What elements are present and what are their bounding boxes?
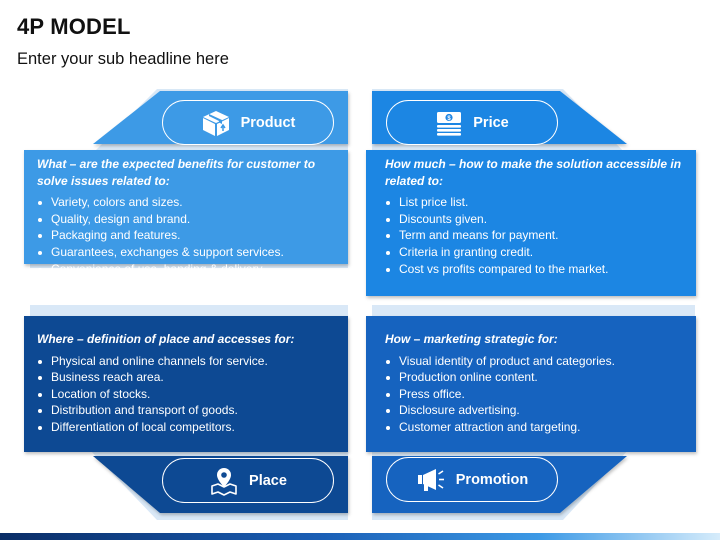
list-item: Guarantees, exchanges & support services… <box>37 244 337 261</box>
box-icon <box>201 109 231 137</box>
promotion-list: Visual identity of product and categorie… <box>385 353 685 436</box>
product-label: Product <box>240 114 296 131</box>
promotion-heading: How – marketing strategic for: <box>385 332 558 346</box>
list-item: Term and means for payment. <box>385 227 685 244</box>
list-item: Quality, design and brand. <box>37 211 337 228</box>
list-item: Cost vs profits compared to the market. <box>385 261 685 278</box>
promotion-pill[interactable]: Promotion <box>386 457 558 502</box>
place-list: Physical and online channels for service… <box>37 353 337 436</box>
list-item: Business reach area. <box>37 369 337 386</box>
product-heading: What – are the expected benefits for cus… <box>37 157 316 188</box>
product-list: Variety, colors and sizes. Quality, desi… <box>37 194 337 277</box>
list-item: Convenience of use, handing & delivery. <box>37 261 337 278</box>
list-item: Location of stocks. <box>37 386 337 403</box>
place-text: Where – definition of place and accesses… <box>37 331 337 436</box>
list-item: Production online content. <box>385 369 685 386</box>
megaphone-icon <box>416 467 446 493</box>
list-item: Discounts given. <box>385 211 685 228</box>
price-label: Price <box>473 114 509 131</box>
place-heading: Where – definition of place and accesses… <box>37 332 295 346</box>
page-title: 4P MODEL <box>17 14 131 39</box>
price-heading: How much – how to make the solution acce… <box>385 157 682 188</box>
promotion-text: How – marketing strategic for: Visual id… <box>385 331 685 436</box>
list-item: Visual identity of product and categorie… <box>385 353 685 370</box>
list-item: Variety, colors and sizes. <box>37 194 337 211</box>
list-item: Distribution and transport of goods. <box>37 402 337 419</box>
money-icon: $ <box>435 110 463 136</box>
location-map-icon <box>209 466 239 496</box>
list-item: Customer attraction and targeting. <box>385 419 685 436</box>
list-item: Criteria in granting credit. <box>385 244 685 261</box>
svg-text:$: $ <box>448 116 452 122</box>
bottom-gradient-bar <box>0 533 720 540</box>
page-subtitle: Enter your sub headline here <box>17 50 229 68</box>
price-list: List price list. Discounts given. Term a… <box>385 194 685 277</box>
price-text: How much – how to make the solution acce… <box>385 156 685 277</box>
list-item: List price list. <box>385 194 685 211</box>
place-label: Place <box>249 472 287 489</box>
list-item: Packaging and features. <box>37 227 337 244</box>
place-pill[interactable]: Place <box>162 458 334 503</box>
product-text: What – are the expected benefits for cus… <box>37 156 337 277</box>
list-item: Press office. <box>385 386 685 403</box>
list-item: Differentiation of local competitors. <box>37 419 337 436</box>
price-pill[interactable]: $ Price <box>386 100 558 145</box>
list-item: Physical and online channels for service… <box>37 353 337 370</box>
list-item: Disclosure advertising. <box>385 402 685 419</box>
product-pill[interactable]: Product <box>162 100 334 145</box>
promotion-label: Promotion <box>455 471 529 488</box>
